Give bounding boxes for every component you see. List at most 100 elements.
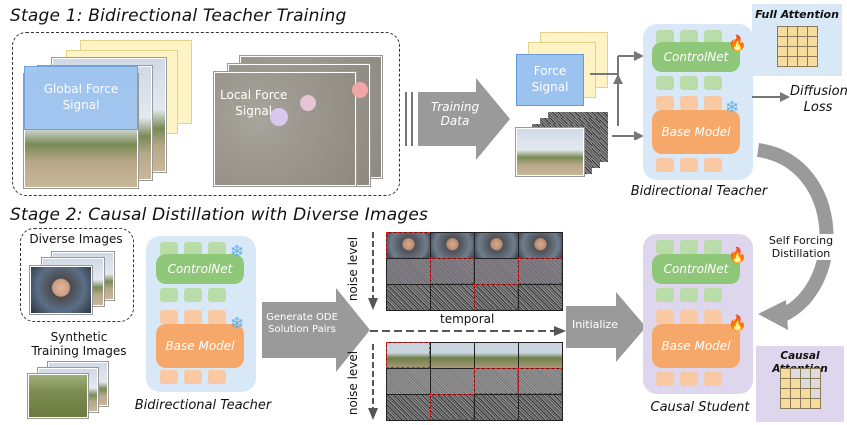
selected-frame-outline bbox=[518, 368, 562, 394]
stub bbox=[656, 310, 674, 324]
fire-icon: 🔥 bbox=[728, 314, 747, 332]
stub bbox=[680, 76, 698, 90]
local-signal-dot-1 bbox=[270, 108, 288, 126]
stub bbox=[656, 76, 674, 90]
diffusion-loss-label: Diffusion Loss bbox=[790, 84, 847, 115]
snowflake-icon: ❄ bbox=[725, 98, 740, 118]
student-controlnet: ControlNet bbox=[652, 254, 740, 284]
snowflake-icon: ❄ bbox=[230, 314, 245, 334]
temporal-arrow bbox=[370, 326, 566, 336]
ode-frame bbox=[430, 232, 475, 259]
ode-frame bbox=[386, 258, 431, 285]
ode-frame bbox=[474, 258, 519, 285]
diffusion-loss-arrow bbox=[752, 92, 790, 102]
stage2-title: Stage 2: Causal Distillation with Divers… bbox=[10, 205, 429, 225]
teacher2-base-model: Base Model bbox=[156, 324, 244, 368]
initialize-label: Initialize bbox=[572, 318, 619, 331]
self-forcing-arrow bbox=[756, 143, 834, 330]
initialize-arrow bbox=[566, 292, 646, 362]
generate-ode-arrow bbox=[262, 288, 370, 372]
stub bbox=[208, 288, 226, 302]
teacher1-base-model: Base Model bbox=[652, 110, 740, 154]
teacher2-label: Bidirectional Teacher bbox=[134, 398, 272, 413]
training-data-label: Training Data bbox=[430, 100, 480, 129]
stub bbox=[208, 370, 226, 384]
stage1-title: Stage 1: Bidirectional Teacher Training bbox=[10, 6, 347, 26]
local-signal-dot-3 bbox=[352, 82, 368, 98]
stub bbox=[680, 158, 698, 172]
noisy-frame-1 bbox=[516, 128, 584, 176]
stub bbox=[160, 370, 178, 384]
ode-frame bbox=[430, 368, 475, 395]
ode-frame bbox=[518, 342, 563, 369]
ode-frame bbox=[430, 394, 475, 421]
stub bbox=[704, 96, 722, 110]
stub bbox=[208, 242, 226, 256]
noise-level-arrow-top bbox=[368, 232, 378, 310]
teacher1-label: Bidirectional Teacher bbox=[630, 184, 768, 199]
ode-frame bbox=[474, 232, 519, 259]
selected-frame-outline bbox=[474, 368, 518, 394]
fire-icon: 🔥 bbox=[728, 246, 747, 264]
global-force-signal: Global Force Signal bbox=[24, 66, 138, 130]
full-attention-grid bbox=[777, 26, 818, 67]
stub bbox=[184, 310, 202, 324]
stage1-input-box bbox=[12, 32, 400, 196]
diverse-photo-1 bbox=[30, 266, 92, 314]
ode-frame bbox=[518, 284, 563, 311]
stub bbox=[656, 158, 674, 172]
self-forcing-label: Self Forcing Distillation bbox=[756, 234, 846, 261]
local-photo-1 bbox=[214, 72, 356, 186]
stub bbox=[656, 30, 674, 44]
stub bbox=[680, 240, 698, 254]
selected-frame-outline bbox=[430, 394, 474, 420]
stub bbox=[160, 242, 178, 256]
stub bbox=[680, 96, 698, 110]
stub bbox=[704, 76, 722, 90]
ode-frame bbox=[430, 342, 475, 369]
ode-frame bbox=[518, 232, 563, 259]
student-base-model: Base Model bbox=[652, 324, 740, 368]
noise-level-label-bottom: noise level bbox=[346, 350, 360, 416]
stub bbox=[704, 310, 722, 324]
selected-frame-outline bbox=[518, 258, 562, 284]
stub bbox=[184, 242, 202, 256]
stub bbox=[656, 96, 674, 110]
stage1-input-arrows bbox=[590, 51, 644, 140]
selected-frame-outline bbox=[474, 284, 518, 310]
student-label: Causal Student bbox=[650, 400, 750, 415]
fire-icon: 🔥 bbox=[728, 34, 747, 52]
ode-frame bbox=[386, 284, 431, 311]
diverse-images-label: Diverse Images bbox=[29, 232, 123, 246]
local-signal-dot-2 bbox=[300, 95, 316, 111]
generate-ode-label: Generate ODE Solution Pairs bbox=[266, 312, 338, 335]
stub bbox=[656, 240, 674, 254]
stub bbox=[680, 288, 698, 302]
force-signal-card: Force Signal bbox=[516, 54, 584, 106]
ode-frame bbox=[386, 368, 431, 395]
noise-level-label-top: noise level bbox=[346, 236, 360, 302]
stub bbox=[704, 240, 722, 254]
causal-attention-grid bbox=[780, 368, 821, 409]
ode-frame bbox=[518, 394, 563, 421]
stub bbox=[184, 288, 202, 302]
stub bbox=[656, 372, 674, 386]
ode-frame bbox=[386, 394, 431, 421]
stub bbox=[704, 372, 722, 386]
diverse-images-box bbox=[20, 228, 134, 322]
ode-frame bbox=[430, 284, 475, 311]
stub bbox=[160, 310, 178, 324]
local-signal-label: Local Force Signal bbox=[220, 88, 288, 118]
stub bbox=[704, 288, 722, 302]
ode-frame bbox=[474, 394, 519, 421]
ode-frame bbox=[474, 342, 519, 369]
selected-frame-outline bbox=[386, 342, 430, 368]
selected-frame-outline bbox=[430, 258, 474, 284]
selected-frame-outline bbox=[386, 232, 430, 258]
teacher2-controlnet: ControlNet bbox=[156, 254, 244, 284]
synthetic-images-label: Synthetic Training Images bbox=[31, 330, 127, 359]
stub bbox=[184, 370, 202, 384]
noise-level-arrow-bottom bbox=[368, 344, 378, 420]
stub bbox=[680, 310, 698, 324]
stub bbox=[680, 372, 698, 386]
